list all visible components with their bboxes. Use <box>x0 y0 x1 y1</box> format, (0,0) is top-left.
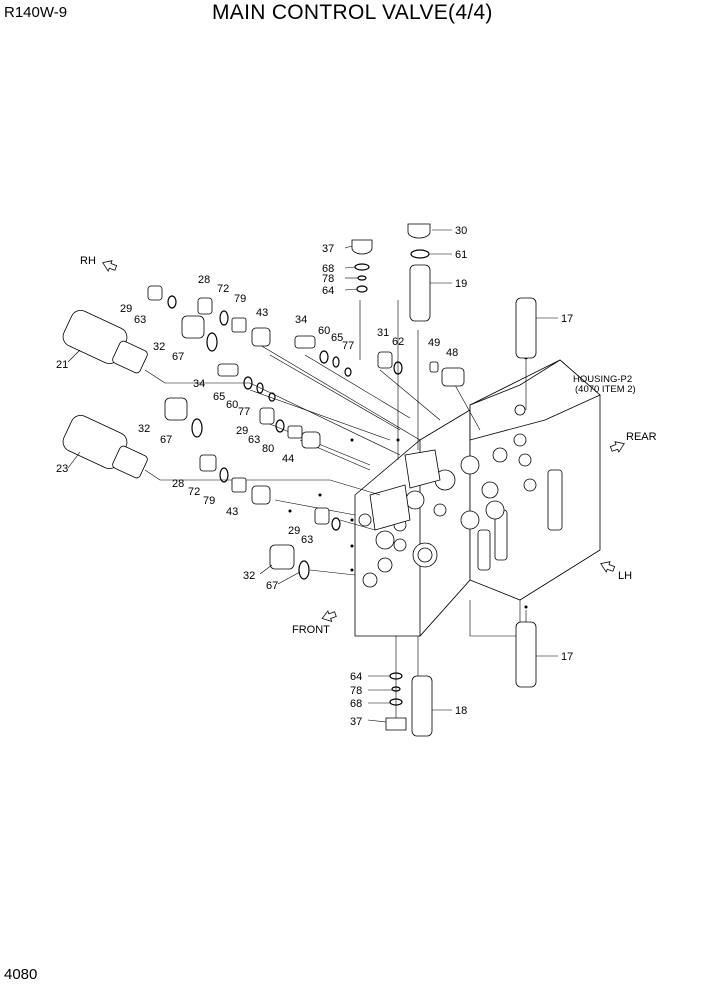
callout-37: 37 <box>322 243 334 255</box>
callout-17-bottom: 17 <box>561 651 573 663</box>
callout-60-top: 60 <box>318 325 330 337</box>
callout-72-low: 72 <box>188 486 200 498</box>
callout-29-mid: 29 <box>236 425 248 437</box>
callout-72-top: 72 <box>217 283 229 295</box>
callout-32-mid: 32 <box>138 423 150 435</box>
callout-68: 68 <box>322 263 334 275</box>
spool-21 <box>62 309 148 374</box>
callout-29-low: 29 <box>288 525 300 537</box>
callout-44: 44 <box>282 453 294 465</box>
model-label: R140W-9 <box>4 4 68 21</box>
callout-79-low: 79 <box>203 495 215 507</box>
arrow-front-icon <box>321 610 337 622</box>
callout-43-top: 43 <box>256 307 268 319</box>
direction-arrows <box>102 260 625 622</box>
arrow-lh-icon <box>600 561 616 573</box>
callout-60-mid: 60 <box>226 399 238 411</box>
callout-61: 61 <box>455 249 467 261</box>
callout-65-mid: 65 <box>213 391 225 403</box>
callout-31: 31 <box>377 327 389 339</box>
callout-21: 21 <box>56 359 68 371</box>
label-lh: LH <box>618 570 632 582</box>
callout-67-top: 67 <box>172 351 184 363</box>
callout-32-low: 32 <box>243 570 255 582</box>
top-valve-stacks <box>351 223 537 737</box>
callout-63-top: 63 <box>134 314 146 326</box>
callout-34-mid: 34 <box>193 378 205 390</box>
page-title: MAIN CONTROL VALVE(4/4) <box>212 1 493 24</box>
callout-18: 18 <box>455 705 467 717</box>
callout-63-low: 63 <box>301 534 313 546</box>
small-parts <box>147 285 465 580</box>
callout-64-bottom: 64 <box>350 671 362 683</box>
callout-77-mid: 77 <box>238 406 250 418</box>
housing-note-line1: HOUSING-P2 <box>573 374 632 385</box>
callout-78-bottom: 78 <box>350 685 362 697</box>
callout-17-top: 17 <box>561 313 573 325</box>
callout-23: 23 <box>56 463 68 475</box>
callout-79-top: 79 <box>234 293 246 305</box>
callout-77-top: 77 <box>342 340 354 352</box>
callout-68-bottom: 68 <box>350 698 362 710</box>
callout-64: 64 <box>322 285 334 297</box>
callout-48: 48 <box>446 347 458 359</box>
label-front: FRONT <box>292 624 330 636</box>
arrow-rh-icon <box>102 260 118 272</box>
callout-49: 49 <box>428 337 440 349</box>
callout-65-top: 65 <box>331 332 343 344</box>
arrow-rear-icon <box>609 441 625 453</box>
label-rh: RH <box>80 255 96 267</box>
valve-housing <box>354 359 601 638</box>
callout-78: 78 <box>322 273 334 285</box>
label-rear: REAR <box>626 431 657 443</box>
callout-19: 19 <box>455 278 467 290</box>
callout-43-low: 43 <box>226 506 238 518</box>
callout-32-top: 32 <box>153 341 165 353</box>
callout-28-top: 28 <box>198 274 210 286</box>
callout-63-mid: 63 <box>248 434 260 446</box>
callout-80: 80 <box>262 443 274 455</box>
callout-28-low: 28 <box>172 478 184 490</box>
spool-23 <box>62 414 148 479</box>
page-number: 4080 <box>4 966 38 983</box>
callout-34-top: 34 <box>295 314 307 326</box>
callout-67-low: 67 <box>266 580 278 592</box>
callout-67-mid: 67 <box>160 434 172 446</box>
callout-30: 30 <box>455 225 467 237</box>
housing-note-line2: (4070 ITEM 2) <box>575 384 636 395</box>
callout-29-top: 29 <box>120 303 132 315</box>
leader-lines <box>67 229 558 723</box>
callout-37-bottom: 37 <box>350 716 362 728</box>
callout-62: 62 <box>392 336 404 348</box>
